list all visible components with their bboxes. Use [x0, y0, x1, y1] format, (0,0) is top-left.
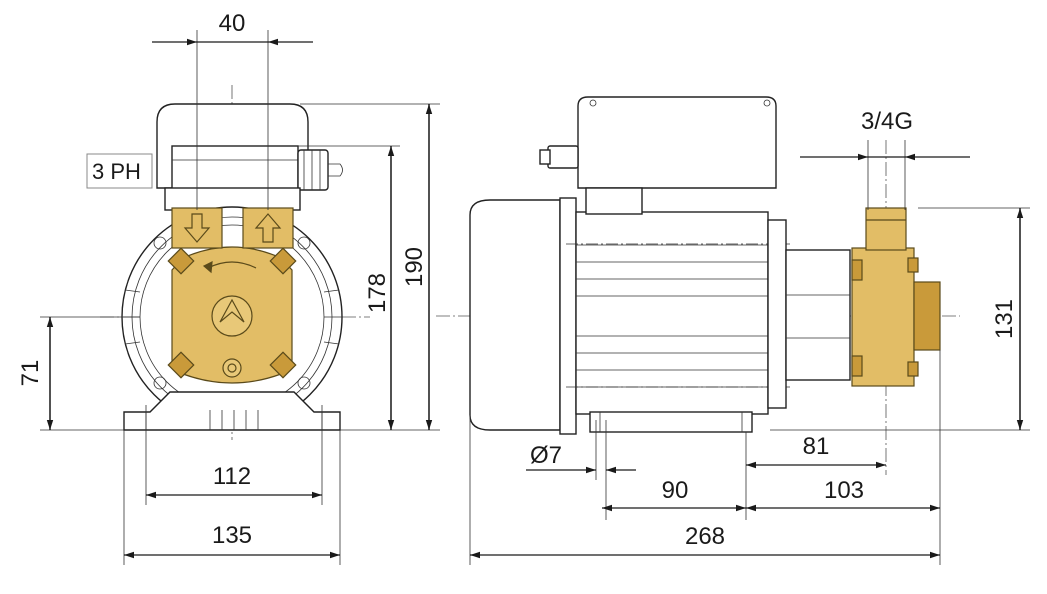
- side-terminal-box: [577, 96, 777, 189]
- dim-housing-height: 178: [298, 145, 440, 431]
- arrow-down-icon: [183, 213, 211, 243]
- dim-head-length: 103: [746, 350, 941, 565]
- dim-head-length-label: 103: [824, 477, 864, 504]
- fan-flange: [559, 197, 577, 435]
- dim-foot-width-label: 135: [212, 522, 252, 549]
- phase-label-box: [86, 153, 153, 189]
- terminal-box-lower: [171, 145, 299, 191]
- dim-shaft-height-label: 71: [17, 360, 44, 387]
- side-cable-gland: [547, 145, 579, 169]
- dim-port-spacing: 40: [152, 10, 313, 210]
- side-view: 3/4G 131 Ø7 81 90: [436, 96, 1030, 565]
- terminal-box-neck: [585, 187, 643, 215]
- dim-foot-width: 135: [123, 430, 341, 565]
- front-view: 3 PH 40 71 178: [17, 10, 440, 565]
- side-pump-head: [851, 207, 941, 387]
- side-cable-end: [539, 149, 551, 165]
- dim-port-spacing-label: 40: [219, 10, 246, 37]
- dim-foot-holes-label: 112: [213, 463, 251, 490]
- dim-foot-spacing-label: 90: [662, 477, 689, 504]
- dim-hole-diameter: Ø7: [526, 420, 636, 520]
- fan-cover: [469, 199, 561, 431]
- motor-body: [575, 211, 769, 415]
- dim-total-length-label: 268: [685, 523, 725, 550]
- dim-shaft-height: 71: [17, 316, 140, 431]
- phase-label: 3 PH: [92, 159, 141, 184]
- side-motor-feet: [589, 411, 753, 433]
- dim-hole-diameter-label: Ø7: [530, 442, 562, 469]
- cable-gland: [297, 149, 329, 191]
- dim-outlet-height: 131: [770, 207, 1030, 431]
- dim-foot-holes: 112: [145, 405, 323, 505]
- dim-thread: 3/4G: [800, 108, 970, 210]
- dim-foot-spacing: 90: [602, 477, 746, 512]
- dim-total-height-label: 190: [401, 247, 428, 287]
- pump-adapter: [767, 219, 787, 409]
- dim-total-length: 268: [469, 415, 940, 565]
- dim-port-offset: 81: [745, 432, 886, 520]
- motor-feet: [123, 391, 341, 431]
- pump-bracket: [785, 249, 851, 381]
- pump-head: [167, 246, 297, 384]
- housing-bolts: [153, 236, 311, 390]
- arrow-up-icon: [254, 213, 282, 243]
- dim-housing-height-label: 178: [364, 273, 391, 313]
- dim-thread-label: 3/4G: [861, 108, 913, 135]
- dim-outlet-height-label: 131: [991, 299, 1018, 339]
- dim-total-height: 190: [300, 103, 440, 430]
- dim-port-offset-label: 81: [803, 433, 830, 460]
